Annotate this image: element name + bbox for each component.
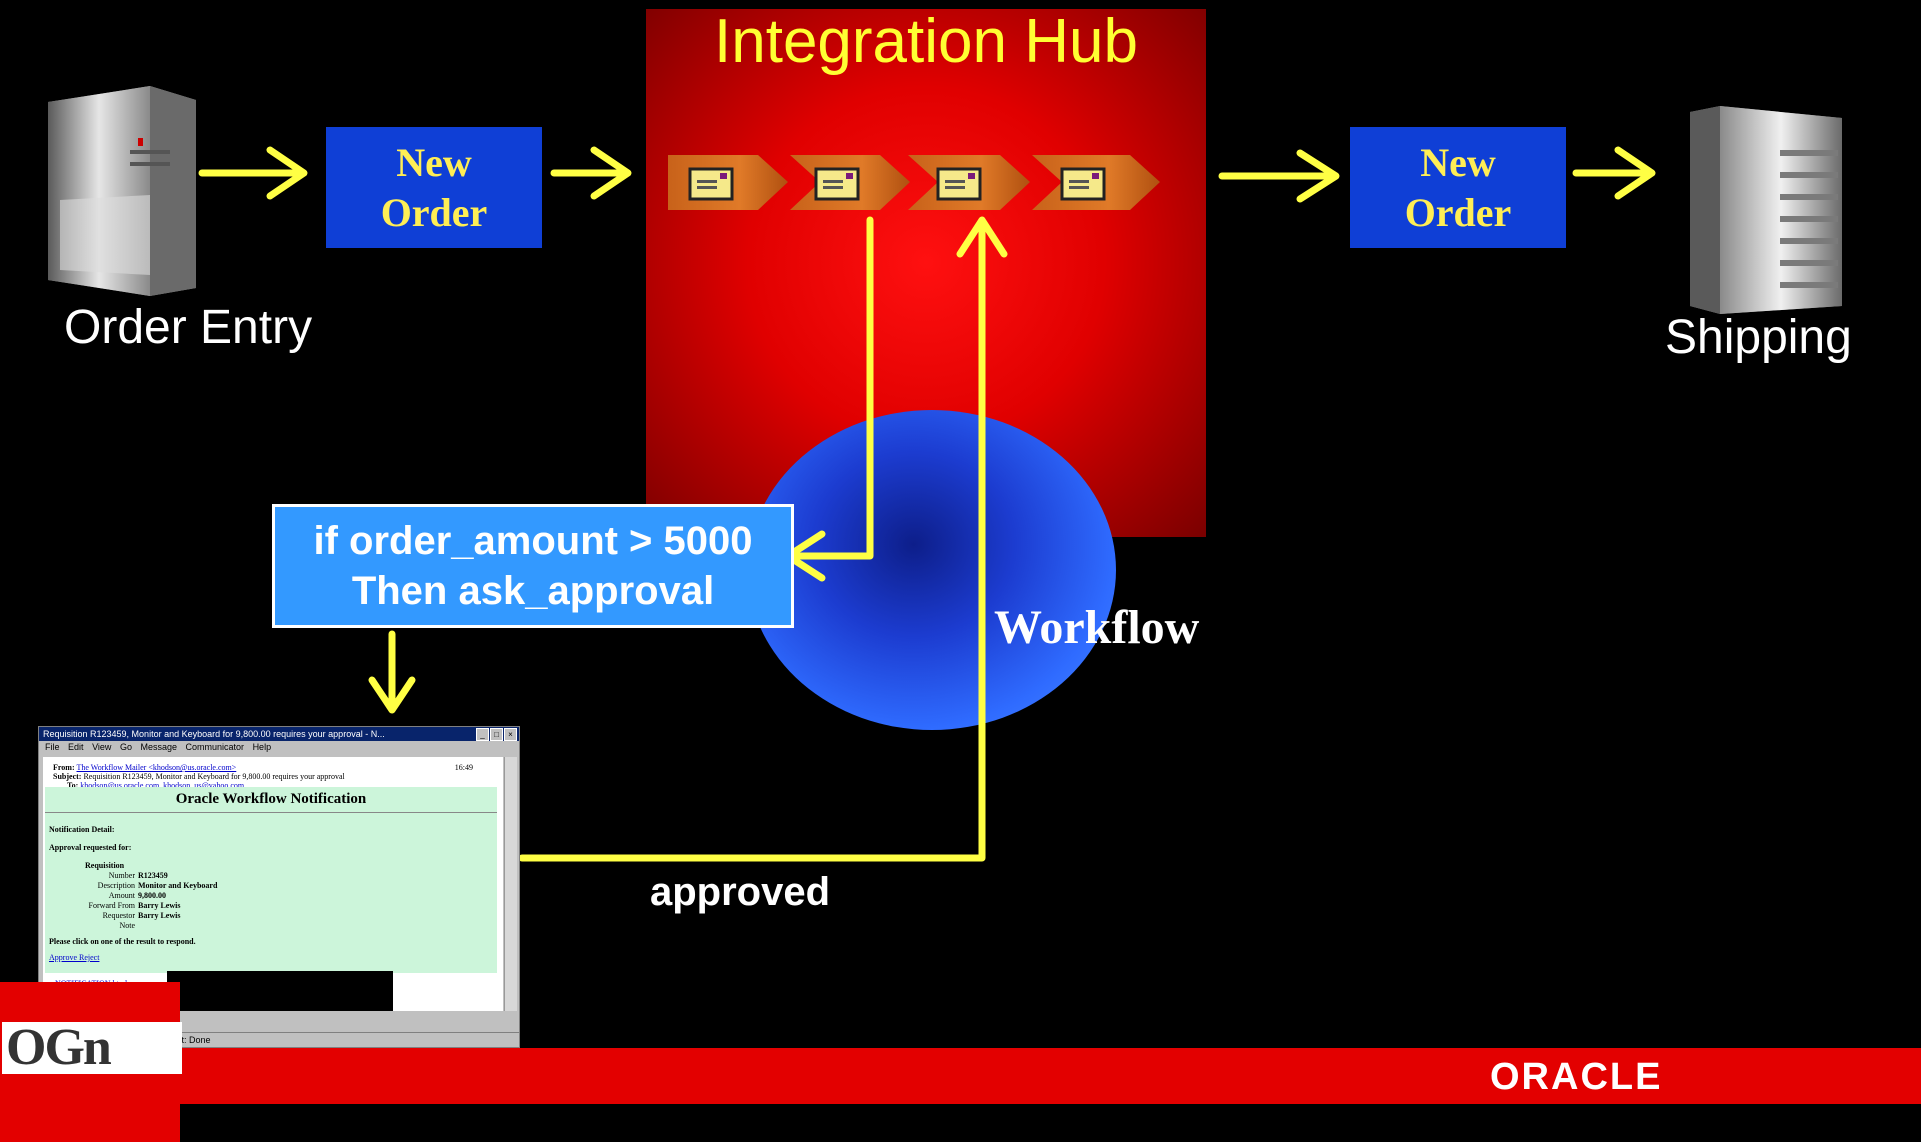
new-order-label-line2: Order (380, 189, 488, 235)
ogn-logo-label: OGn (6, 1019, 112, 1076)
menu-file[interactable]: File (45, 742, 60, 752)
order-entry-label: Order Entry (64, 301, 313, 354)
envelope-icon (688, 167, 734, 201)
menu-message[interactable]: Message (140, 742, 177, 752)
new-order-label-line2: Order (1404, 189, 1512, 235)
menubar: File Edit View Go Message Communicator H… (39, 741, 519, 753)
arrow-queue-to-condition (784, 216, 874, 582)
instruction-text: Please click on one of the result to res… (49, 937, 196, 946)
footer-bar (0, 1048, 1921, 1104)
requisition-heading: Requisition (85, 861, 125, 870)
hub-title: Integration Hub (714, 7, 1138, 76)
new-order-box-right: New Order (1350, 127, 1566, 248)
message-queue (668, 155, 1160, 210)
shipping-label: Shipping (1665, 311, 1852, 364)
maximize-icon[interactable]: □ (490, 728, 503, 741)
to-value[interactable]: khodson@us.oracle.com, khodson_us@yahoo.… (80, 781, 245, 790)
oracle-logo: ORACLE (1490, 1056, 1663, 1098)
notification-body: Oracle Workflow Notification Notificatio… (45, 787, 497, 973)
envelope-icon (814, 167, 860, 201)
approve-reject-links[interactable]: Approve Reject (49, 953, 100, 962)
new-order-label-line1: New (396, 139, 472, 185)
envelope-icon (1060, 167, 1106, 201)
new-order-label-line1: New (1420, 139, 1496, 185)
notification-heading: Oracle Workflow Notification (45, 787, 497, 813)
condition-line1: if order_amount > 5000 (313, 519, 753, 563)
to-label: To: (67, 781, 79, 790)
redacted-area (167, 971, 393, 1011)
from-label: From: (53, 763, 75, 772)
menu-help[interactable]: Help (252, 742, 272, 752)
window-buttons: _ □ × (476, 728, 517, 741)
workflow-label: Workflow (994, 601, 1200, 654)
arrow-order-entry-to-new-order (198, 146, 308, 200)
from-value[interactable]: The Workflow Mailer <khodson@us.oracle.c… (76, 763, 237, 772)
subject-value: Requisition R123459, Monitor and Keyboar… (83, 772, 345, 781)
arrow-approved-to-queue (518, 216, 1008, 862)
condition-line2: Then ask_approval (351, 569, 715, 613)
new-order-box-left: New Order (326, 127, 542, 248)
shipping-server-icon (1690, 106, 1842, 314)
email-header: From: The Workflow Mailer <khodson@us.or… (43, 757, 503, 790)
menu-go[interactable]: Go (119, 742, 132, 752)
ogn-logo-text: OGn (2, 1022, 182, 1074)
approved-label: approved (650, 870, 831, 914)
email-content: From: The Workflow Mailer <khodson@us.or… (43, 757, 503, 1011)
arrow-hub-to-new-order (1218, 149, 1340, 203)
detail-label: Notification Detail: (49, 825, 115, 834)
field-row: Note (119, 921, 135, 930)
condition-box: if order_amount > 5000 Then ask_approval (272, 504, 794, 628)
requested-label: Approval requested for: (49, 843, 132, 852)
email-time: 16:49 (454, 763, 473, 772)
subject-label: Subject: (53, 772, 82, 781)
envelope-icon (936, 167, 982, 201)
notification-titlebar: Requisition R123459, Monitor and Keyboar… (39, 727, 519, 741)
arrow-new-order-to-shipping (1572, 146, 1656, 200)
notification-title: Requisition R123459, Monitor and Keyboar… (43, 729, 385, 739)
arrow-condition-to-notification (368, 630, 416, 714)
notification-window: Requisition R123459, Monitor and Keyboar… (38, 726, 520, 1048)
close-icon[interactable]: × (504, 728, 517, 741)
order-entry-server-icon (48, 86, 196, 296)
scrollbar[interactable] (504, 757, 517, 1011)
menu-view[interactable]: View (92, 742, 112, 752)
menu-edit[interactable]: Edit (68, 742, 84, 752)
minimize-icon[interactable]: _ (476, 728, 489, 741)
arrow-new-order-to-hub (550, 146, 632, 200)
menu-communicator[interactable]: Communicator (185, 742, 245, 752)
